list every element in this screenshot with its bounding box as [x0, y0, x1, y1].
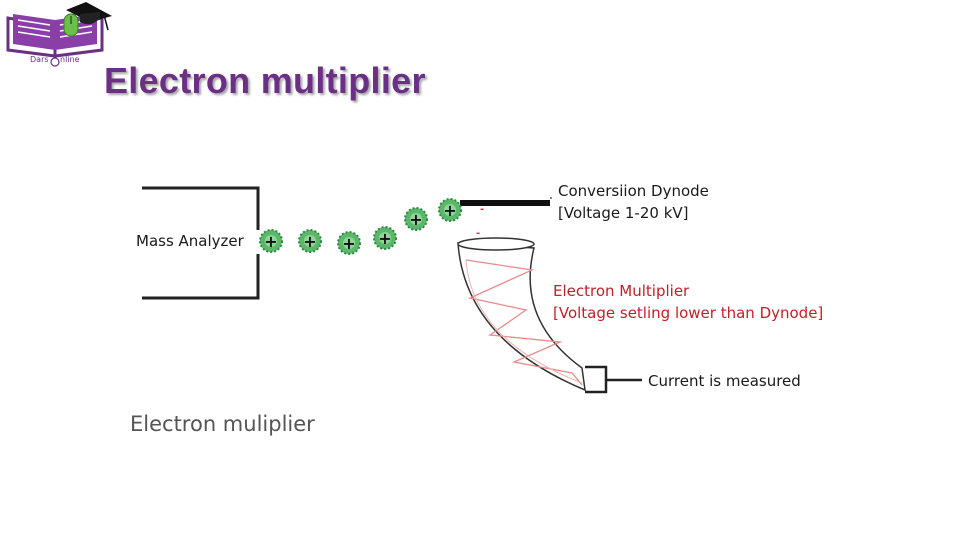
ion-3: + — [337, 231, 361, 255]
ion-1: + — [259, 229, 283, 253]
positive-ions: + + + + + — [259, 198, 462, 255]
electron-1: - — [480, 204, 484, 215]
electron-2: - — [476, 228, 480, 239]
ion-2-symbol: + — [303, 232, 316, 251]
ion-1-symbol: + — [264, 232, 277, 251]
multiplier-label-line2: [Voltage setling lower than Dynode] — [553, 304, 824, 322]
ion-4: + — [373, 226, 397, 250]
mass-analyzer-label: Mass Analyzer — [136, 232, 244, 250]
slide-title: Electron multiplier — [104, 60, 426, 101]
figure-caption: Electron muliplier — [130, 412, 315, 436]
ion-6-symbol: + — [443, 201, 456, 220]
dars-online-logo: Dars nline — [0, 0, 118, 74]
electron-cascade-path — [465, 259, 583, 386]
ion-4-symbol: + — [378, 229, 391, 248]
dynode-label-line2: [Voltage 1-20 kV] — [558, 204, 689, 222]
logo-text-nline: nline — [60, 55, 80, 64]
logo-text-dars: Dars — [30, 55, 49, 64]
ion-5-symbol: + — [409, 210, 422, 229]
ion-6: + — [438, 198, 462, 222]
ion-5: + — [404, 207, 428, 231]
diagram-drawing: + + + + + — [142, 186, 642, 394]
mass-analyzer-bracket — [142, 186, 260, 300]
ion-3-symbol: + — [342, 234, 355, 253]
current-detector — [585, 365, 642, 394]
dynode-label-line1: Conversiion Dynode — [558, 182, 709, 200]
electron-multiplier-diagram: + + + + + — [120, 170, 840, 410]
current-measured-label: Current is measured — [648, 372, 801, 390]
ion-2: + — [298, 229, 322, 253]
electron-multiplier-horn — [457, 237, 586, 392]
multiplier-label-line1: Electron Multiplier — [553, 282, 690, 300]
